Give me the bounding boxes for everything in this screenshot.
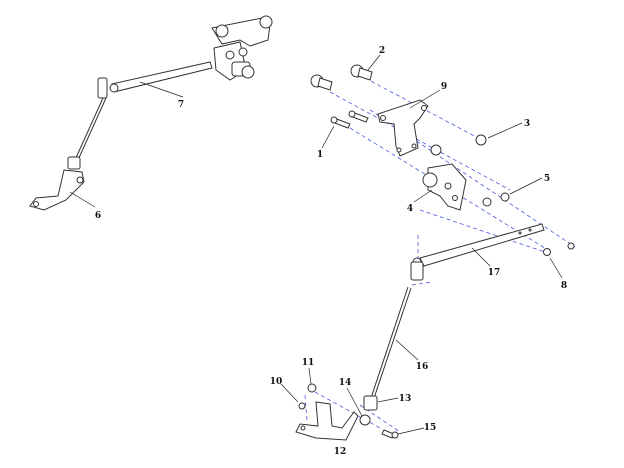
nut <box>430 144 442 156</box>
callout-6: 6 <box>95 211 101 221</box>
sensor-4 <box>422 163 467 211</box>
callout-17: 17 <box>488 268 501 278</box>
nut-8 <box>543 248 551 256</box>
arm-17 <box>410 223 545 281</box>
leader-lines <box>69 54 563 435</box>
callout-11: 11 <box>302 358 315 368</box>
lower-link <box>359 395 399 439</box>
callout-7: 7 <box>178 100 184 110</box>
callout-10: 10 <box>270 377 283 387</box>
bolt-large <box>310 74 333 91</box>
bolt-2 <box>350 64 373 81</box>
assembled-linkage <box>29 15 273 211</box>
callout-9: 9 <box>441 82 447 92</box>
callout-12: 12 <box>334 447 347 457</box>
nut-3 <box>475 134 487 146</box>
nut-5 <box>500 192 510 202</box>
nut-11 <box>307 383 317 393</box>
nut <box>482 197 492 207</box>
bolt <box>567 242 575 250</box>
callout-3: 3 <box>524 119 530 129</box>
bracket-12 <box>295 401 359 441</box>
callout-5: 5 <box>544 174 550 184</box>
callout-14: 14 <box>339 378 352 388</box>
callout-16: 16 <box>416 362 429 372</box>
callouts: 7 6 2 9 3 1 5 4 17 8 16 11 10 14 13 15 1… <box>95 46 567 457</box>
callout-13: 13 <box>399 394 412 404</box>
rod-16 <box>370 286 412 399</box>
callout-8: 8 <box>561 281 567 291</box>
bolt-10 <box>298 402 306 410</box>
bolts-1 <box>330 110 369 129</box>
callout-15: 15 <box>424 423 437 433</box>
callout-1: 1 <box>317 150 323 160</box>
callout-4: 4 <box>407 204 413 214</box>
bracket-9 <box>377 99 429 157</box>
callout-2: 2 <box>379 46 385 56</box>
